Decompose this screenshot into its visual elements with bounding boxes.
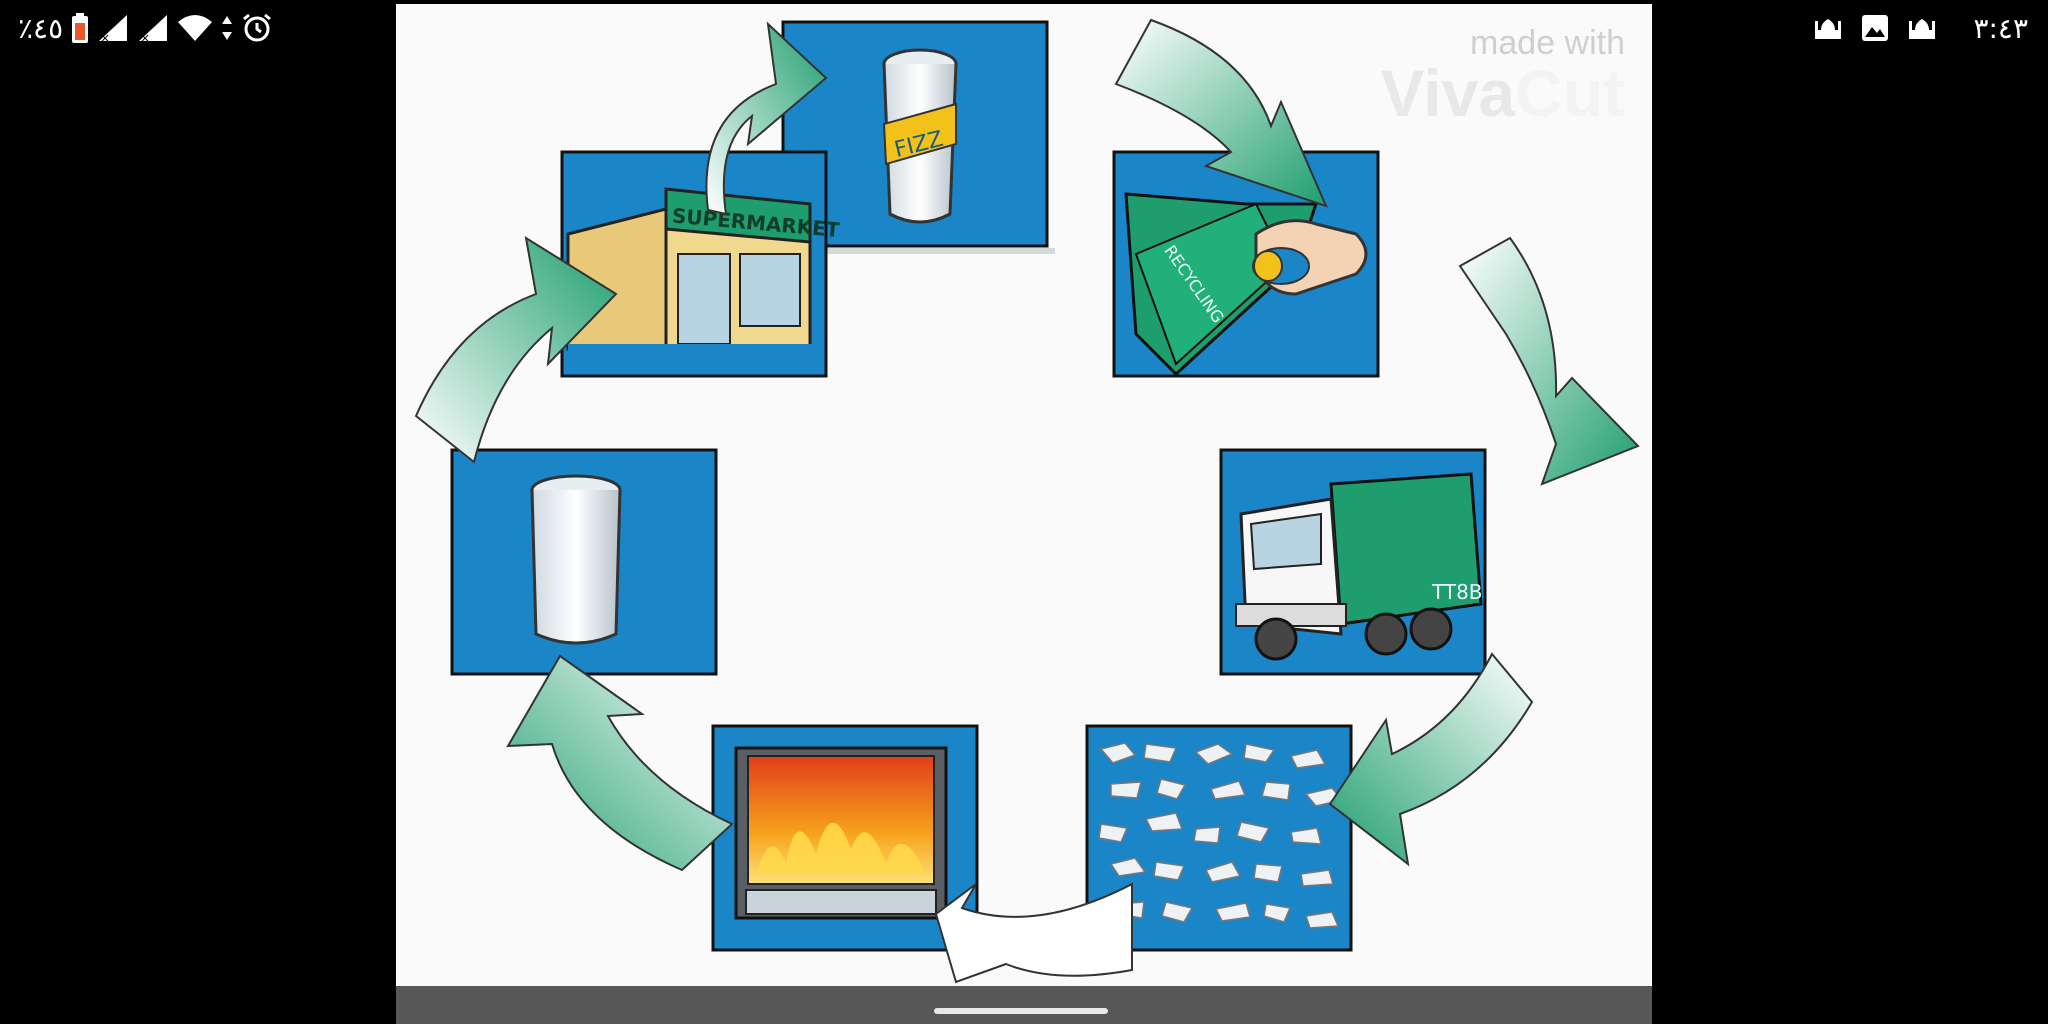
battery-icon <box>71 13 89 43</box>
clock-time: ٣:٤٣ <box>1973 11 2028 45</box>
supermarket-store-icon: SUPERMARKET <box>566 187 841 354</box>
stage-can-panel: FIZZ <box>781 20 1055 254</box>
aluminum-flakes-icon <box>1098 742 1344 929</box>
video-frame[interactable]: FIZZ RECYCLING <box>396 4 1652 986</box>
soda-can-icon: FIZZ <box>882 48 958 224</box>
stage-shredded-aluminum-panel <box>1085 724 1353 952</box>
navigation-bar <box>396 986 1652 1024</box>
alarm-icon <box>241 12 273 44</box>
furnace-fire-icon <box>734 746 948 920</box>
arrow-blankcan-to-supermarket <box>414 235 618 464</box>
svg-text:×: × <box>140 31 150 43</box>
arrow-supermarket-to-can <box>705 21 828 216</box>
status-bar-left: ٪٤٥ × × <box>18 8 273 48</box>
home-indicator[interactable] <box>934 1008 1108 1014</box>
status-bar-right: ٣:٤٣ <box>1813 8 2028 48</box>
arrow-bin-to-truck <box>1458 236 1640 486</box>
watermark-line1: made with <box>1470 24 1625 62</box>
vivacut-watermark: made with VivaCut <box>1380 26 1625 126</box>
truck-plate: TT8B <box>1431 580 1483 604</box>
mosque-icon <box>1907 15 1937 41</box>
stage-blank-can-panel <box>450 448 718 676</box>
blank-can-icon <box>530 474 622 645</box>
battery-percentage: ٪٤٥ <box>18 11 64 45</box>
watermark-cut: Cut <box>1515 56 1625 130</box>
image-icon <box>1861 14 1889 42</box>
arrow-can-to-bin <box>1114 18 1328 208</box>
stage-supermarket-panel: SUPERMARKET <box>560 150 841 378</box>
watermark-line2: VivaCut <box>1380 60 1625 126</box>
mosque-icon <box>1813 15 1843 41</box>
svg-text:×: × <box>100 31 110 43</box>
arrow-truck-to-shredded <box>1328 652 1534 867</box>
stage-recycling-bin-panel: RECYCLING <box>1112 150 1380 378</box>
wifi-icon <box>177 14 213 42</box>
arrow-shredded-to-furnace <box>934 882 1133 984</box>
garbage-truck-icon: TT8B <box>1235 472 1483 661</box>
recycling-cycle-diagram: FIZZ RECYCLING <box>414 18 1640 984</box>
cycle-arrows <box>414 18 1640 984</box>
signal-icon: × <box>137 13 169 43</box>
stage-furnace-panel <box>711 724 979 952</box>
stage-collection-truck-panel: TT8B <box>1219 448 1487 676</box>
data-arrows-icon <box>221 14 233 42</box>
hand-icon <box>1252 219 1368 296</box>
arrow-furnace-to-blankcan <box>506 654 734 872</box>
signal-icon: × <box>97 13 129 43</box>
watermark-viva: Viva <box>1380 56 1516 130</box>
